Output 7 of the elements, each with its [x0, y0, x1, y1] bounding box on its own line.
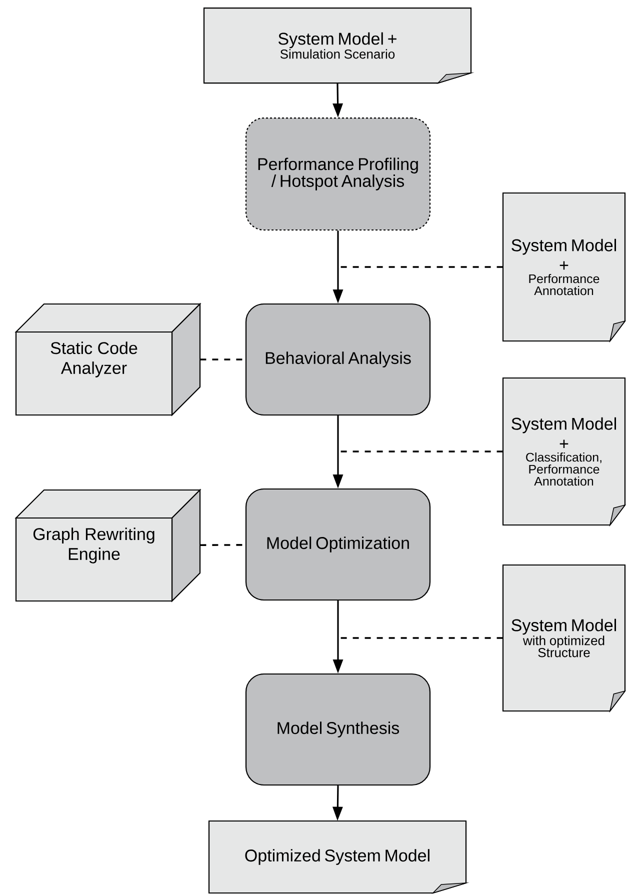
connector-line — [338, 450, 503, 452]
process-box: Behavioral Analysis — [245, 303, 431, 416]
process-box: Performance Profiling / Hotspot Analysis — [245, 117, 431, 231]
process-box: Model Optimization — [245, 488, 431, 601]
connector-line — [338, 266, 503, 268]
connector-line — [338, 637, 503, 639]
process-box: Model Synthesis — [245, 673, 431, 786]
